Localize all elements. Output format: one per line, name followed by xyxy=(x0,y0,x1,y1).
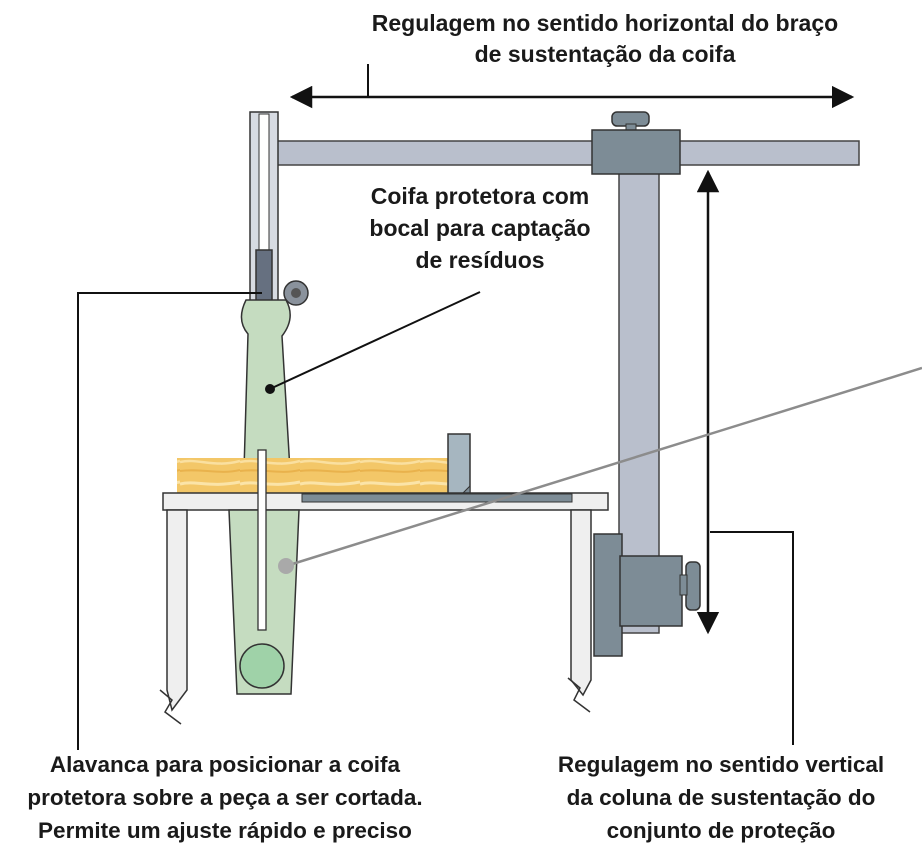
arm-clamp xyxy=(591,129,681,175)
support-arm xyxy=(269,140,860,166)
vertical-adjustment-label: Regulagem no sentido vertical da coluna … xyxy=(557,752,885,843)
guard-pivot xyxy=(239,643,285,689)
table-leg-right xyxy=(570,509,592,697)
guard-label: Coifa protetora com bocal para captação … xyxy=(369,183,591,273)
column-clamp-knob xyxy=(685,561,701,611)
lever-slot xyxy=(257,449,267,631)
vertical-label-leader xyxy=(710,531,794,745)
lever-label: Alavanca para posicionar a coifa proteto… xyxy=(27,752,423,843)
wood-workpiece xyxy=(177,458,460,494)
guard-upper xyxy=(240,299,291,471)
table-leg-left xyxy=(166,509,188,712)
fence-rail xyxy=(301,493,573,503)
support-column xyxy=(618,164,660,634)
guard-label-leader xyxy=(271,291,481,389)
lever-label-leader xyxy=(77,292,262,750)
column-clamp xyxy=(593,533,623,657)
horizontal-adjustment-label: Regulagem no sentido horizontal do braço… xyxy=(371,10,839,67)
gray-pointer-line xyxy=(285,366,922,568)
